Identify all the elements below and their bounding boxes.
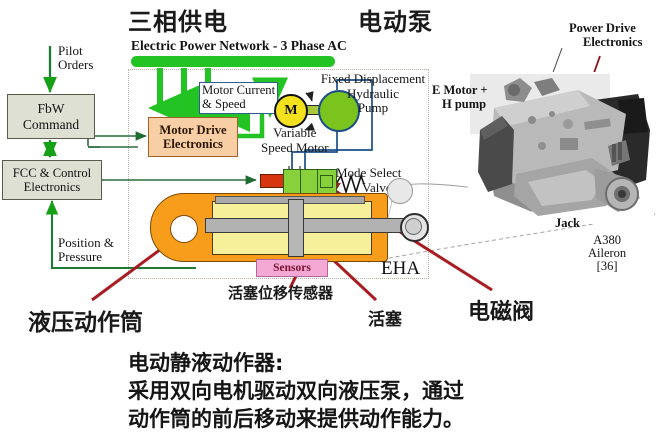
position-pressure-line2: Pressure xyxy=(58,249,103,265)
mode-select-valve-label: Mode Select Valve xyxy=(336,165,402,196)
piston xyxy=(288,199,304,257)
motor-current-line1: Motor Current xyxy=(202,83,276,97)
annotation-solenoid-valve: 电磁阀 xyxy=(468,300,535,325)
eha-boundary-box xyxy=(128,69,429,279)
description-block: 电动静液动作器: 采用双向电机驱动双向液压泵，通过 动作筒的前后移动来提供动作能… xyxy=(128,350,464,434)
motor-drive-electronics-box[interactable]: Motor Drive Electronics xyxy=(148,117,238,157)
rod-end-joint-inner xyxy=(405,218,422,235)
description-line1: 电动静液动作器: xyxy=(128,351,284,375)
page-title-electric-pump: 电动泵 xyxy=(358,8,433,36)
description-line2: 采用双向电机驱动双向液压泵，通过 xyxy=(128,378,464,403)
fbw-command-line1: FbW xyxy=(37,101,65,117)
a380-line1: A380 xyxy=(593,233,621,247)
annotation-hydraulic-cylinder: 液压动作筒 xyxy=(28,310,143,336)
sensors-box: Sensors xyxy=(256,259,328,277)
piston-rod-right xyxy=(300,218,410,233)
motor-letter: M xyxy=(284,103,298,118)
annotation-piston-displacement-sensor: 活塞位移传感器 xyxy=(228,284,334,302)
hydraulic-pump-symbol xyxy=(318,90,360,132)
power-drive-line1: Power Drive xyxy=(569,21,636,35)
power-drive-line2: Electronics xyxy=(583,34,643,49)
variable-speed-motor-label: Variable Speed Motor xyxy=(261,125,329,155)
annotation-piston: 活塞 xyxy=(368,310,402,330)
eha-label: EHA xyxy=(381,258,421,279)
pump-line2: Hydraulic xyxy=(347,85,399,101)
fixed-displacement-pump-label: Fixed Displacement Hydraulic Pump xyxy=(313,71,433,116)
emotor-line1: E Motor + xyxy=(432,83,488,97)
actuator-mounting-eye xyxy=(170,215,198,243)
a380-aileron-label: A380 Aileron [36] xyxy=(588,233,627,274)
a380-line3: [36] xyxy=(596,259,618,274)
fcc-control-electronics-box[interactable]: FCC & Control Electronics xyxy=(2,160,102,200)
e-motor-h-pump-label: E Motor + H pump xyxy=(432,83,488,112)
fbw-command-line2: Command xyxy=(22,116,80,132)
pilot-orders-label: Pilot Orders xyxy=(58,43,94,73)
pump-line3: Pump xyxy=(357,100,389,116)
ghost-joint-circle xyxy=(387,178,413,204)
fcc-line1: FCC & Control xyxy=(12,165,92,180)
pilot-orders-line1: Pilot xyxy=(58,43,83,58)
motor-drive-line1: Motor Drive xyxy=(159,122,227,137)
variable-motor-line2: Speed Motor xyxy=(261,139,329,155)
fcc-line2: Electronics xyxy=(23,180,81,194)
jack-label: Jack xyxy=(555,216,580,230)
pump-line1: Fixed Displacement xyxy=(320,71,426,86)
motor-current-speed-label: Motor Current & Speed xyxy=(199,82,279,114)
valve-spool-detail xyxy=(320,175,333,188)
power-drive-electronics-label: Power Drive Electronics xyxy=(569,21,643,50)
mode-valve-line2: Valve xyxy=(362,179,392,195)
eha-hardware-photo xyxy=(468,72,654,224)
motor-current-line2: & Speed xyxy=(202,96,246,111)
piston-rod-left xyxy=(205,218,293,233)
power-bus-bar xyxy=(131,56,335,67)
a380-line2: Aileron xyxy=(588,246,627,261)
electric-power-network-label: Electric Power Network - 3 Phase AC xyxy=(131,38,347,53)
motor-drive-line2: Electronics xyxy=(163,137,223,151)
position-pressure-line1: Position & xyxy=(58,235,114,250)
emotor-line2: H pump xyxy=(442,96,487,111)
variable-motor-line1: Variable xyxy=(273,125,317,140)
pilot-orders-line2: Orders xyxy=(58,57,94,73)
position-pressure-label: Position & Pressure xyxy=(58,235,114,265)
variable-speed-motor-symbol: M xyxy=(274,94,308,128)
page-title-three-phase: 三相供电 xyxy=(128,8,228,36)
fbw-command-box[interactable]: FbW Command xyxy=(7,94,95,139)
description-line3: 动作筒的前后移动来提供动作能力。 xyxy=(128,406,464,431)
mode-valve-line1: Mode Select xyxy=(336,165,402,180)
